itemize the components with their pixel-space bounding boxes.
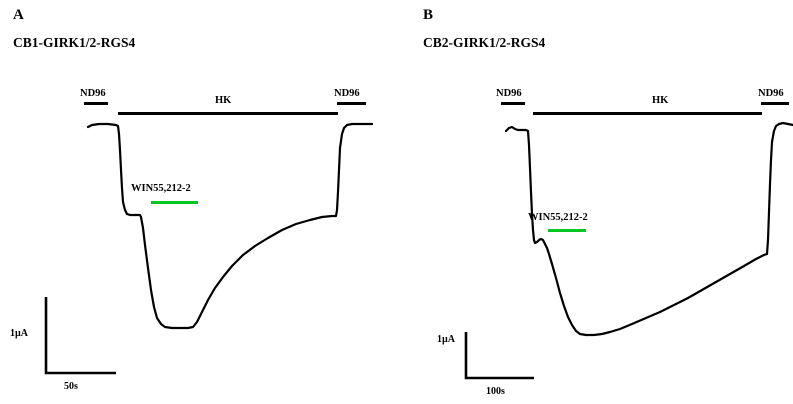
drug-label-win55212-2: WIN55,212-2 (528, 212, 588, 223)
solution-label-nd96-right: ND96 (334, 88, 360, 99)
scale-label-current: 1µA (10, 328, 28, 339)
scale-bar-panel-b (464, 332, 534, 380)
scale-label-time: 100s (486, 386, 505, 397)
solution-label-hk: HK (652, 95, 669, 106)
solution-bar-nd96-left (501, 102, 525, 105)
scale-label-current: 1µA (437, 334, 455, 345)
solution-label-nd96-right: ND96 (758, 88, 784, 99)
solution-label-hk: HK (215, 95, 232, 106)
panel-a-letter: A (13, 7, 24, 23)
solution-label-nd96-left: ND96 (80, 88, 106, 99)
drug-application-bar (548, 229, 586, 232)
drug-label-win55212-2: WIN55,212-2 (131, 183, 191, 194)
panel-b-letter: B (423, 7, 434, 23)
solution-bar-hk (533, 112, 762, 115)
panel-b-title: CB2-GIRK1/2-RGS4 (423, 35, 546, 50)
solution-bar-nd96-right (337, 102, 366, 105)
current-trace-panel-b (504, 121, 793, 337)
scale-label-time: 50s (64, 381, 78, 392)
solution-bar-nd96-left (84, 102, 108, 105)
solution-bar-nd96-right (761, 102, 789, 105)
panel-a-title: CB1-GIRK1/2-RGS4 (13, 35, 136, 50)
panel-a: A CB1-GIRK1/2-RGS4 ND96 HK ND96 WIN55,21… (10, 7, 374, 392)
drug-application-bar (151, 201, 198, 204)
current-trace-panel-a (86, 122, 374, 330)
solution-label-nd96-left: ND96 (496, 88, 522, 99)
scale-bar-panel-a (44, 297, 116, 375)
panel-b: B CB2-GIRK1/2-RGS4 ND96 HK ND96 WIN55,21… (410, 0, 793, 404)
solution-bar-hk (118, 112, 338, 115)
